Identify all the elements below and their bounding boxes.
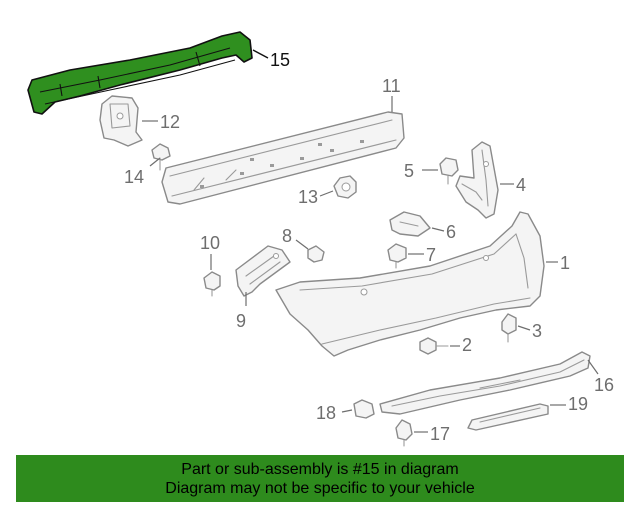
callout-15: 15 xyxy=(270,50,290,70)
callout-6: 6 xyxy=(446,222,456,242)
callout-7: 7 xyxy=(426,245,436,265)
part-7-clip[interactable] xyxy=(387,243,407,269)
callout-18: 18 xyxy=(316,403,336,423)
callout-4: 4 xyxy=(516,175,526,195)
callout-10: 10 xyxy=(200,233,220,253)
part-8-screw[interactable] xyxy=(307,245,325,263)
part-10-push-clip[interactable] xyxy=(203,271,221,297)
info-banner: Part or sub-assembly is #15 in diagram D… xyxy=(16,455,624,502)
callout-1: 1 xyxy=(560,253,570,273)
banner-line-2: Diagram may not be specific to your vehi… xyxy=(165,480,475,497)
callout-16: 16 xyxy=(594,375,614,395)
callout-5: 5 xyxy=(404,161,414,181)
part-9-bracket[interactable] xyxy=(235,245,291,297)
part-19-reflector[interactable] xyxy=(467,403,549,431)
part-3-clip[interactable] xyxy=(501,313,517,343)
part-2-bolt[interactable] xyxy=(419,337,449,355)
part-4-side-bracket[interactable] xyxy=(455,141,499,219)
part-12-bracket[interactable] xyxy=(99,95,143,147)
part-14-bolt[interactable] xyxy=(151,143,171,171)
part-13-clip[interactable] xyxy=(333,175,357,199)
part-15-reinforcement[interactable] xyxy=(27,31,253,115)
callout-12: 12 xyxy=(160,112,180,132)
callout-8: 8 xyxy=(282,226,292,246)
callout-14: 14 xyxy=(124,167,144,187)
callout-17: 17 xyxy=(430,424,450,444)
part-5-clip[interactable] xyxy=(439,157,459,185)
parts-diagram: 15 12 14 11 13 5 xyxy=(27,31,614,447)
callout-19: 19 xyxy=(568,394,588,414)
banner-line-1: Part or sub-assembly is #15 in diagram xyxy=(181,461,459,478)
part-16-lower-moulding[interactable] xyxy=(379,351,591,415)
part-11-absorber[interactable] xyxy=(161,111,405,205)
callout-2: 2 xyxy=(462,335,472,355)
part-6-retainer[interactable] xyxy=(389,211,431,237)
callout-9: 9 xyxy=(236,311,246,331)
callout-11: 11 xyxy=(382,76,401,96)
part-18-clip[interactable] xyxy=(353,399,375,419)
part-1-bumper-cover[interactable] xyxy=(275,211,545,357)
callout-13: 13 xyxy=(298,187,318,207)
callout-3: 3 xyxy=(532,321,542,341)
part-17-push-clip[interactable] xyxy=(395,419,413,447)
